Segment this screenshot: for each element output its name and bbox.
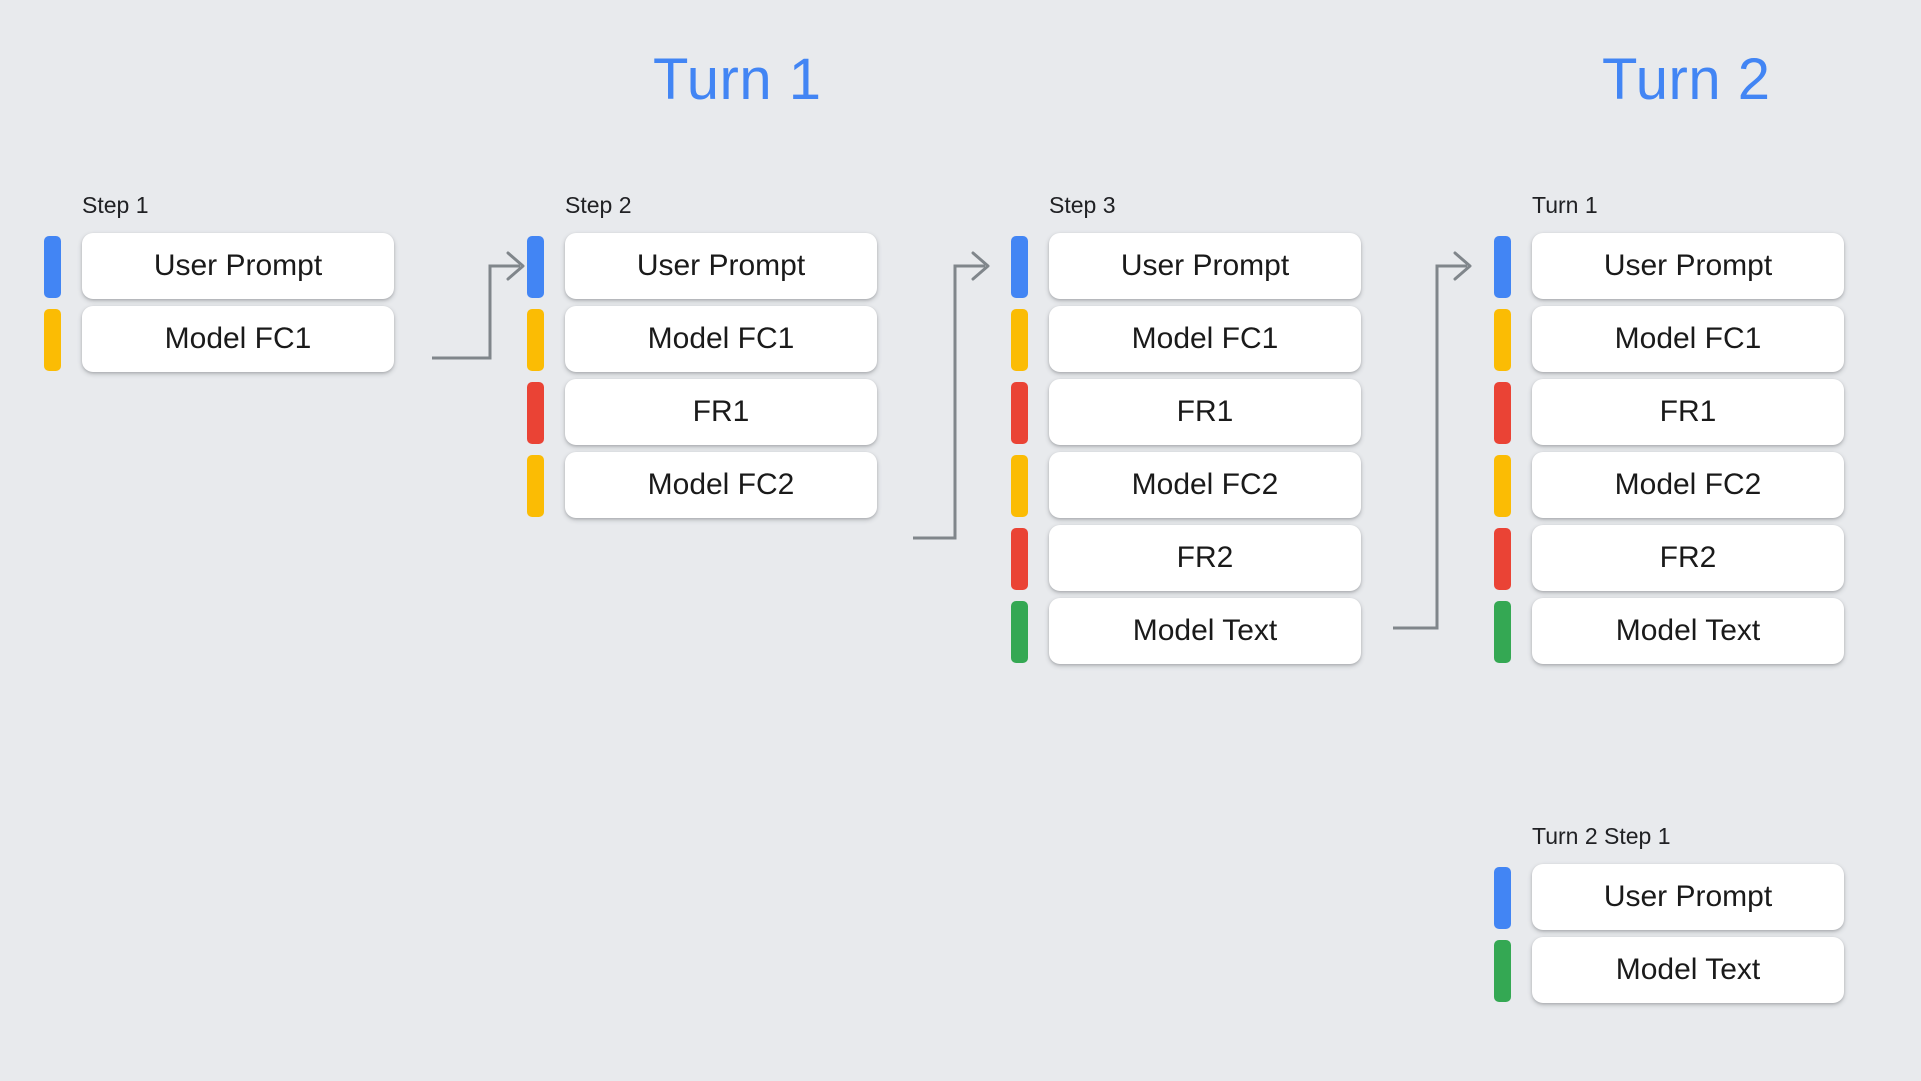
message-type-bar-model-fc (1494, 309, 1511, 371)
message-type-bar-model-text (1494, 940, 1511, 1002)
list-item[interactable]: Model FC2 (1494, 449, 1844, 522)
message-type-bar-user-prompt (527, 236, 544, 298)
list-item[interactable]: User Prompt (1494, 230, 1844, 303)
column-step-3: Step 3 User Prompt Model FC1 FR1 Model F… (1011, 192, 1361, 668)
column-label-step-2: Step 2 (565, 192, 632, 218)
connector-step3-to-turn2 (1393, 251, 1472, 630)
message-type-bar-user-prompt (1011, 236, 1028, 298)
message-type-bar-model-fc (527, 455, 544, 517)
card-model-fc1[interactable]: Model FC1 (1049, 306, 1361, 372)
list-item[interactable]: FR1 (1494, 376, 1844, 449)
column-step-2: Step 2 User Prompt Model FC1 FR1 Model F… (527, 192, 877, 522)
message-type-bar-function-response (527, 382, 544, 444)
list-item[interactable]: Model FC1 (1494, 303, 1844, 376)
list-item[interactable]: FR1 (1011, 376, 1361, 449)
list-item[interactable]: Model Text (1494, 595, 1844, 668)
list-item[interactable]: User Prompt (527, 230, 877, 303)
column-label-step-1: Step 1 (82, 192, 149, 218)
card-model-fc2[interactable]: Model FC2 (1049, 452, 1361, 518)
message-type-bar-model-fc (44, 309, 61, 371)
card-fr1[interactable]: FR1 (1049, 379, 1361, 445)
message-type-bar-user-prompt (1494, 236, 1511, 298)
card-model-fc1[interactable]: Model FC1 (82, 306, 394, 372)
list-item[interactable]: FR2 (1011, 522, 1361, 595)
card-fr1[interactable]: FR1 (1532, 379, 1844, 445)
message-type-bar-model-fc (527, 309, 544, 371)
card-model-text[interactable]: Model Text (1049, 598, 1361, 664)
message-type-bar-user-prompt (44, 236, 61, 298)
connector-step2-to-step3 (913, 251, 990, 540)
card-fr2[interactable]: FR2 (1049, 525, 1361, 591)
card-model-fc1[interactable]: Model FC1 (565, 306, 877, 372)
column-label-step-3: Step 3 (1049, 192, 1116, 218)
message-type-bar-function-response (1494, 382, 1511, 444)
list-item[interactable]: User Prompt (1011, 230, 1361, 303)
card-fr2[interactable]: FR2 (1532, 525, 1844, 591)
card-user-prompt[interactable]: User Prompt (82, 233, 394, 299)
list-item[interactable]: FR2 (1494, 522, 1844, 595)
card-user-prompt[interactable]: User Prompt (1532, 233, 1844, 299)
list-item[interactable]: User Prompt (44, 230, 394, 303)
card-fr1[interactable]: FR1 (565, 379, 877, 445)
card-user-prompt[interactable]: User Prompt (565, 233, 877, 299)
column-label-turn-1: Turn 1 (1532, 192, 1598, 218)
card-model-text[interactable]: Model Text (1532, 937, 1844, 1003)
message-type-bar-model-text (1011, 601, 1028, 663)
message-type-bar-function-response (1011, 382, 1028, 444)
message-type-bar-model-text (1494, 601, 1511, 663)
card-model-fc1[interactable]: Model FC1 (1532, 306, 1844, 372)
list-item[interactable]: Model FC2 (1011, 449, 1361, 522)
column-turn-1-history: Turn 1 User Prompt Model FC1 FR1 Model F… (1494, 192, 1844, 668)
turn-1-title: Turn 1 (653, 47, 822, 112)
message-type-bar-model-fc (1011, 455, 1028, 517)
message-type-bar-model-fc (1011, 309, 1028, 371)
message-type-bar-model-fc (1494, 455, 1511, 517)
message-type-bar-user-prompt (1494, 867, 1511, 929)
card-model-fc2[interactable]: Model FC2 (565, 452, 877, 518)
list-item[interactable]: FR1 (527, 376, 877, 449)
card-user-prompt[interactable]: User Prompt (1532, 864, 1844, 930)
connector-step1-to-step2 (432, 251, 525, 360)
list-item[interactable]: Model Text (1011, 595, 1361, 668)
card-model-text[interactable]: Model Text (1532, 598, 1844, 664)
message-type-bar-function-response (1011, 528, 1028, 590)
list-item[interactable]: Model FC2 (527, 449, 877, 522)
card-user-prompt[interactable]: User Prompt (1049, 233, 1361, 299)
list-item[interactable]: Model FC1 (527, 303, 877, 376)
list-item[interactable]: Model FC1 (1011, 303, 1361, 376)
turn-2-title: Turn 2 (1602, 47, 1771, 112)
card-model-fc2[interactable]: Model FC2 (1532, 452, 1844, 518)
message-type-bar-function-response (1494, 528, 1511, 590)
list-item[interactable]: Model Text (1494, 934, 1844, 1007)
column-step-1: Step 1 User Prompt Model FC1 (44, 192, 394, 376)
column-turn-2-step-1: Turn 2 Step 1 User Prompt Model Text (1494, 823, 1844, 1007)
list-item[interactable]: User Prompt (1494, 861, 1844, 934)
list-item[interactable]: Model FC1 (44, 303, 394, 376)
column-label-turn-2-step-1: Turn 2 Step 1 (1532, 823, 1671, 849)
